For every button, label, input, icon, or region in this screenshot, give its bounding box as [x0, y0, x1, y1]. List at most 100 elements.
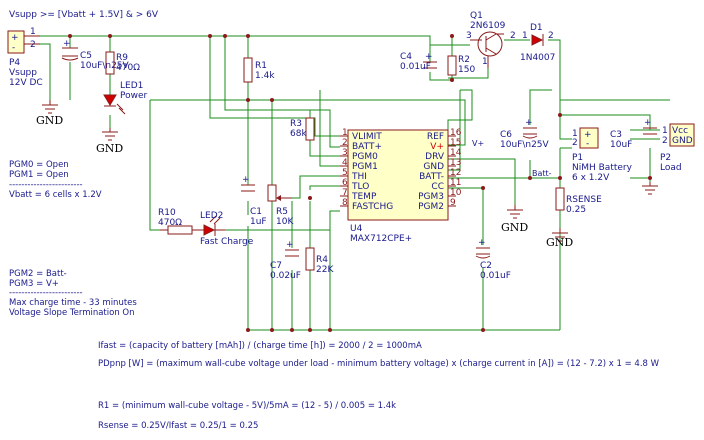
- svg-text:2: 2: [548, 31, 554, 41]
- p4-ref: P4: [9, 58, 20, 68]
- svg-text:R5: R5: [276, 207, 288, 217]
- batt-minus-net-label: Batt-: [532, 169, 552, 178]
- ic-pin-number: 12: [450, 168, 461, 178]
- svg-text:470Ω: 470Ω: [116, 63, 140, 73]
- svg-text:1: 1: [572, 129, 578, 139]
- ground-symbol: GND: [96, 128, 123, 155]
- p4-connector: + - 1 2: [7, 27, 40, 54]
- led2-diode: LED2 Fast Charge: [200, 211, 254, 247]
- svg-text:+: +: [286, 240, 294, 250]
- svg-text:+: +: [11, 33, 19, 43]
- note-pgm3: PGM3 = V+: [9, 279, 59, 289]
- ic-pin-number: 6: [342, 178, 348, 188]
- svg-text:C2: C2: [480, 261, 492, 271]
- svg-text:C4: C4: [400, 52, 412, 62]
- c5-capacitor: + C5 10uF\n25V: [61, 39, 130, 71]
- svg-text:0.01uF: 0.01uF: [400, 62, 431, 72]
- r1-resistor: R1 1.4k: [243, 57, 275, 83]
- r3-resistor: R3 68k: [290, 117, 315, 141]
- svg-text:2N6109: 2N6109: [470, 21, 506, 31]
- note-vbatt: Vbatt = 6 cells x 1.2V: [9, 190, 102, 200]
- svg-text:+: +: [584, 130, 592, 140]
- svg-text:-: -: [12, 43, 15, 53]
- note-max-charge-time: Max charge time - 33 minutes: [9, 298, 137, 308]
- junctions: [68, 34, 652, 332]
- svg-text:MAX712CPE+: MAX712CPE+: [350, 234, 412, 244]
- svg-text:P1: P1: [572, 153, 583, 163]
- svg-text:RSENSE: RSENSE: [566, 195, 602, 205]
- note-pgm1: PGM1 = Open: [9, 170, 69, 180]
- svg-text:0.02uF: 0.02uF: [270, 271, 301, 281]
- led1-diode: LED1 Power: [103, 81, 148, 115]
- svg-text:C1: C1: [250, 207, 262, 217]
- c1-capacitor: + C1 1uF: [241, 175, 267, 227]
- svg-text:1: 1: [522, 31, 528, 41]
- ic-pin-name: BATT-: [419, 172, 444, 182]
- q1-transistor: Q1 2N6109 3 2 1: [466, 11, 516, 68]
- r10-resistor: R10 470Ω: [158, 208, 204, 235]
- r5-potentiometer: R5 10K: [267, 184, 294, 227]
- svg-text:2: 2: [30, 40, 36, 50]
- svg-text:D1: D1: [530, 23, 543, 33]
- ground-symbol: GND: [546, 228, 573, 249]
- ic-pin-number: 13: [450, 158, 461, 168]
- note-pdpnp-formula: PDpnp [W] = (maximum wall-cube voltage u…: [98, 359, 660, 369]
- p1-battery-connector: + - 1 2 P1 NiMH Battery 6 x 1.2V: [572, 127, 633, 183]
- ic-pin-number: 1: [342, 128, 348, 138]
- svg-text:+: +: [63, 39, 71, 49]
- svg-text:+: +: [525, 118, 533, 128]
- ic-pin-name: GND: [423, 162, 444, 172]
- vsupp-title: Vsupp >= [Vbatt + 1.5V] & > 6V: [9, 10, 159, 20]
- r2-resistor: R2 150: [447, 55, 475, 76]
- svg-text:Q1: Q1: [470, 11, 483, 21]
- note-pgm0: PGM0 = Open: [9, 160, 69, 170]
- svg-text:GND: GND: [36, 114, 63, 127]
- svg-text:150: 150: [458, 65, 475, 75]
- svg-text:R2: R2: [458, 55, 470, 65]
- svg-text:470Ω: 470Ω: [158, 218, 182, 228]
- c2-capacitor: + C2 0.01uF: [475, 238, 511, 281]
- note-ifast-formula: Ifast = (capacity of battery [mAh]) / (c…: [98, 341, 422, 351]
- svg-text:10uF\n25V: 10uF\n25V: [80, 61, 130, 71]
- svg-text:0.01uF: 0.01uF: [480, 271, 511, 281]
- ic-pin-number: 15: [450, 138, 461, 148]
- ic-pin-name: THI: [351, 172, 367, 182]
- svg-text:R10: R10: [158, 208, 176, 218]
- vplus-net-label: V+: [472, 139, 484, 148]
- r9-resistor: R9 470Ω: [105, 51, 140, 75]
- c3-capacitor: + C3 10uF: [610, 118, 657, 150]
- ic-pin-number: 14: [450, 148, 462, 158]
- ic-pin-name: BATT+: [352, 142, 382, 152]
- ic-pin-name: PGM2: [418, 202, 444, 212]
- svg-text:+: +: [425, 52, 433, 62]
- ground-symbol: GND: [501, 205, 528, 234]
- svg-text:1N4007: 1N4007: [520, 53, 555, 63]
- svg-text:C7: C7: [270, 261, 282, 271]
- svg-text:U4: U4: [350, 224, 363, 234]
- svg-text:R9: R9: [116, 53, 128, 63]
- svg-text:1: 1: [30, 27, 36, 37]
- c7-capacitor: + C7 0.02uF: [270, 240, 301, 281]
- svg-text:10K: 10K: [276, 217, 294, 227]
- d1-diode: D1 1N4007 1 2: [520, 23, 555, 63]
- ic-pin-name: PGM0: [352, 152, 378, 162]
- svg-text:Load: Load: [660, 163, 682, 173]
- p2-load-connector: Vcc GND 1 2 P2 Load: [660, 123, 695, 173]
- svg-text:R3: R3: [290, 119, 302, 129]
- svg-text:2: 2: [510, 31, 516, 41]
- c4-capacitor: + C4 0.01uF: [400, 52, 437, 72]
- note-divider: ------------------------: [9, 180, 83, 190]
- ic-pin-name: DRV: [425, 152, 445, 162]
- svg-text:GND: GND: [546, 236, 573, 249]
- c6-capacitor: + C6 10uF\n25V: [500, 118, 550, 150]
- svg-text:P2: P2: [660, 153, 671, 163]
- svg-text:+: +: [644, 118, 652, 128]
- ic-pin-name: TEMP: [351, 192, 377, 202]
- svg-text:C3: C3: [610, 130, 622, 140]
- svg-text:1uF: 1uF: [250, 217, 267, 227]
- svg-text:C5: C5: [80, 51, 92, 61]
- svg-text:10uF: 10uF: [610, 140, 632, 150]
- ic-pin-name: REF: [427, 132, 444, 142]
- ic-pin-number: 11: [450, 178, 461, 188]
